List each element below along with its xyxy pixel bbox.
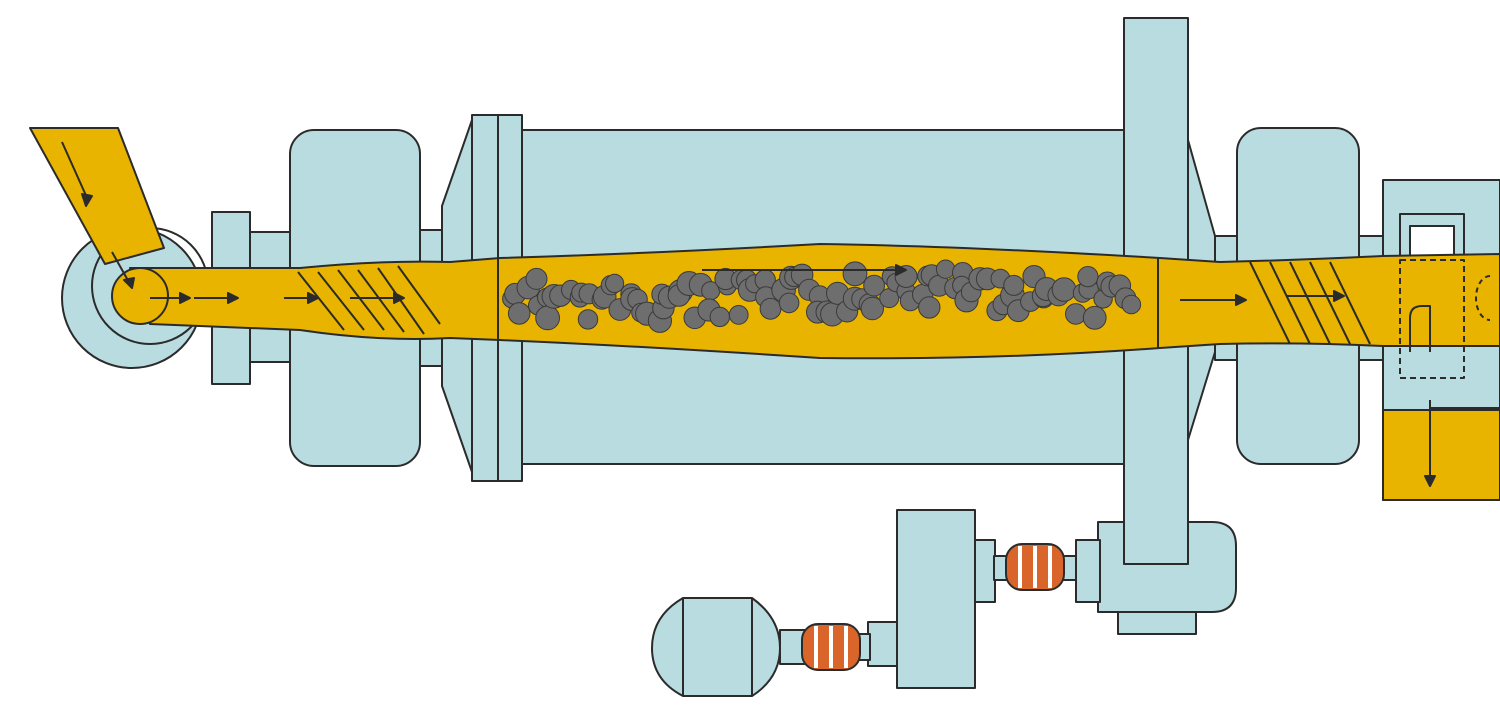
arrow-discharge-head bbox=[1424, 475, 1436, 487]
grinding-ball bbox=[935, 259, 956, 279]
coupling-upper bbox=[993, 543, 1077, 591]
grinding-ball bbox=[728, 305, 749, 325]
arrow-feed-1 bbox=[61, 141, 89, 201]
grinding-ball bbox=[605, 273, 625, 293]
grinding-ball bbox=[1051, 277, 1077, 302]
gearbox bbox=[867, 509, 996, 689]
arrow-inlet-2-head bbox=[227, 292, 239, 304]
grinding-ball bbox=[525, 267, 548, 290]
feed-chute bbox=[29, 127, 165, 265]
grinding-ball bbox=[1065, 303, 1087, 325]
grinding-ball bbox=[1003, 274, 1025, 296]
grinding-ball bbox=[1082, 305, 1107, 330]
discharge-screw bbox=[1249, 261, 1371, 345]
grinding-ball bbox=[842, 261, 868, 287]
grinding-ball bbox=[709, 306, 730, 328]
grinding-ball bbox=[535, 305, 560, 331]
arrow-feed-1-head bbox=[81, 193, 93, 207]
arrow-mill-head bbox=[895, 264, 907, 276]
feed-screw bbox=[297, 265, 441, 335]
grinding-ball bbox=[860, 296, 884, 321]
grinding-ball bbox=[1121, 294, 1142, 315]
arrow-outlet-2-head bbox=[1333, 290, 1345, 302]
grinding-ball bbox=[918, 296, 941, 319]
grinding-ball bbox=[778, 292, 800, 314]
grinding-ball bbox=[507, 302, 531, 325]
grinding-ball bbox=[759, 297, 782, 320]
coupling-lower bbox=[801, 623, 871, 671]
grinding-ball bbox=[863, 274, 885, 297]
grinding-ball bbox=[577, 309, 599, 330]
arrow-screw-1-head bbox=[307, 292, 319, 304]
feed-elbow bbox=[111, 267, 169, 325]
grinding-balls bbox=[502, 259, 1142, 333]
flow-arrows bbox=[61, 141, 1436, 487]
arrow-outlet-1-head bbox=[1235, 294, 1247, 306]
arrow-feed-2-head bbox=[123, 277, 135, 289]
arrow-inlet-1-head bbox=[179, 292, 191, 304]
arrow-screw-2-head bbox=[393, 292, 405, 304]
discharge-chute bbox=[1382, 259, 1500, 501]
grinding-ball bbox=[1077, 266, 1099, 288]
drive-motor bbox=[651, 597, 809, 697]
